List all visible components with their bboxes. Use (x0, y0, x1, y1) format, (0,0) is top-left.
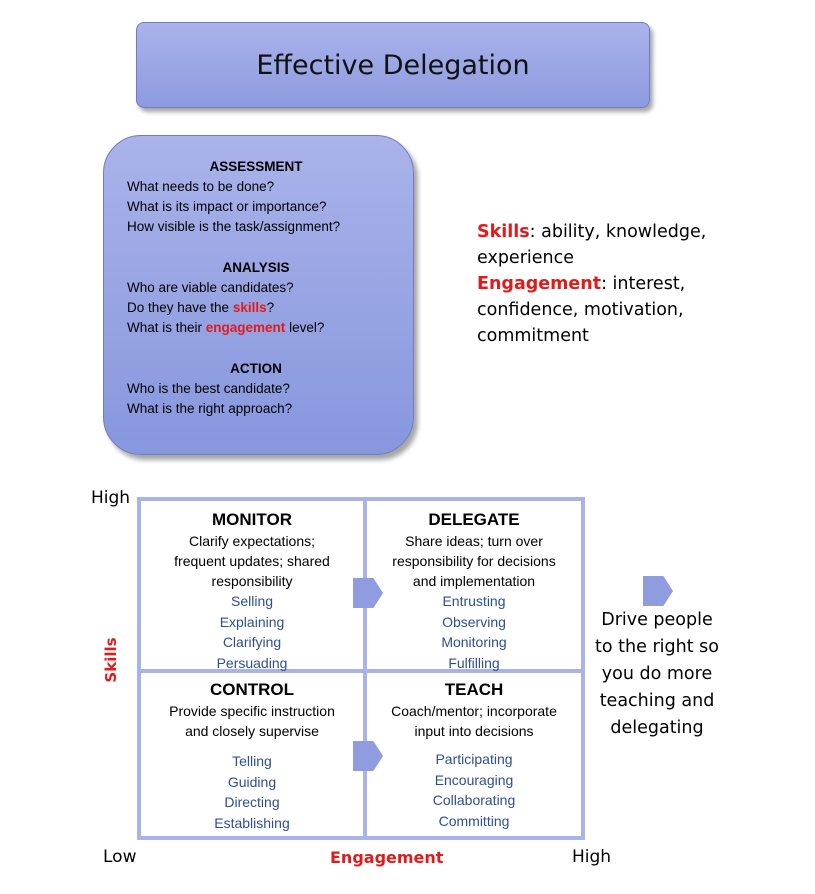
note-line: delegating (610, 718, 704, 738)
quadrant-verb: Telling (232, 753, 272, 769)
quadrant-description: and implementation (412, 573, 536, 589)
note-line: Drive people (601, 610, 713, 630)
quadrant-description: and closely supervise (185, 723, 319, 739)
note-line: you do more (601, 664, 713, 684)
assessment-section: ASSESSMENT What needs to be done? What i… (127, 157, 405, 237)
assessment-heading: ASSESSMENT (209, 159, 303, 174)
skills-definition: : ability, knowledge, experience (477, 222, 707, 268)
skills-term: Skills (477, 222, 530, 242)
assessment-line: What needs to be done? (127, 179, 275, 194)
quadrant-title: TEACH (444, 680, 504, 699)
analysis-line: What is their engagement level? (127, 318, 405, 338)
quadrant-verb: Monitoring (441, 634, 507, 650)
right-arrow-icon (643, 576, 673, 606)
x-axis-low-label: Low (103, 847, 137, 867)
engagement-keyword: engagement (205, 320, 286, 335)
analysis-section: ANALYSIS Who are viable candidates? Do t… (127, 258, 405, 338)
quadrant-description: Clarify expectations; (188, 533, 316, 549)
analysis-heading: ANALYSIS (222, 260, 290, 275)
quadrant-verb: Entrusting (442, 593, 506, 609)
matrix-divider-vertical (363, 501, 367, 836)
quadrant-delegate: DELEGATE Share ideas; turn over responsi… (367, 509, 581, 673)
quadrant-description: Provide specific instruction (169, 703, 335, 719)
quadrant-description: responsibility (211, 573, 293, 589)
quadrant-verb: Establishing (214, 814, 290, 831)
quadrant-monitor: MONITOR Clarify expectations; frequent u… (141, 509, 363, 673)
quadrant-description: input into decisions (414, 723, 534, 739)
action-heading: ACTION (230, 361, 282, 376)
quadrant-title: CONTROL (209, 680, 295, 699)
quadrant-verb: Directing (224, 794, 280, 810)
quadrant-title: MONITOR (212, 510, 292, 529)
assessment-line: What is its impact or importance? (127, 199, 327, 214)
action-line: Who is the best candidate? (127, 381, 290, 396)
quadrant-title: DELEGATE (428, 510, 520, 529)
quadrant-teach: TEACH Coach/mentor; incorporate input in… (367, 679, 581, 831)
definitions: Skills: ability, knowledge, experience E… (477, 219, 727, 349)
quadrant-verb: Guiding (227, 773, 277, 790)
page-title: Effective Delegation (256, 49, 530, 81)
quadrant-verb: Selling (230, 593, 274, 609)
assessment-line: How visible is the task/assignment? (127, 219, 341, 234)
note-line: teaching and (599, 691, 715, 711)
quadrant-description: Coach/mentor; incorporate (391, 703, 557, 719)
quadrant-description: Share ideas; turn over (405, 533, 543, 549)
skills-keyword: skills (232, 300, 267, 315)
analysis-text: level? (285, 320, 325, 335)
quadrant-control: CONTROL Provide specific instruction and… (141, 679, 363, 833)
analysis-text: ? (266, 300, 275, 315)
quadrant-verb: Clarifying (222, 634, 282, 650)
title-banner: Effective Delegation (136, 22, 650, 108)
skills-engagement-matrix: MONITOR Clarify expectations; frequent u… (137, 497, 585, 840)
y-axis-high-label: High (91, 488, 131, 508)
quadrant-verb: Participating (435, 751, 513, 767)
analysis-line: Do they have the skills? (127, 298, 405, 318)
analysis-line: Who are viable candidates? (127, 280, 294, 295)
analysis-text: Do they have the (127, 300, 233, 315)
x-axis-label: Engagement (330, 848, 444, 867)
quadrant-verb: Persuading (216, 654, 288, 671)
engagement-term: Engagement (477, 274, 602, 294)
quadrant-verb: Explaining (219, 613, 285, 630)
note-line: to the right so (595, 637, 719, 657)
quadrant-verb: Encouraging (434, 771, 514, 788)
x-axis-high-label: High (572, 847, 612, 867)
quadrant-verb: Fulfilling (448, 654, 500, 671)
engagement-definition: : interest, confidence, motivation, comm… (477, 274, 686, 346)
quadrant-verb: Committing (438, 812, 510, 829)
quadrant-verb: Collaborating (432, 792, 516, 808)
quadrant-description: frequent updates; shared (174, 553, 330, 569)
analysis-text: What is their (127, 320, 206, 335)
action-line: What is the right approach? (127, 401, 293, 416)
quadrant-description: responsibility for decisions (392, 553, 556, 569)
action-section: ACTION Who is the best candidate? What i… (127, 359, 405, 419)
matrix-divider-horizontal (141, 669, 581, 673)
y-axis-label: Skills (102, 637, 120, 683)
process-panel: ASSESSMENT What needs to be done? What i… (103, 135, 414, 455)
drive-note: Drive people to the right so you do more… (595, 607, 719, 742)
quadrant-verb: Observing (442, 613, 506, 630)
